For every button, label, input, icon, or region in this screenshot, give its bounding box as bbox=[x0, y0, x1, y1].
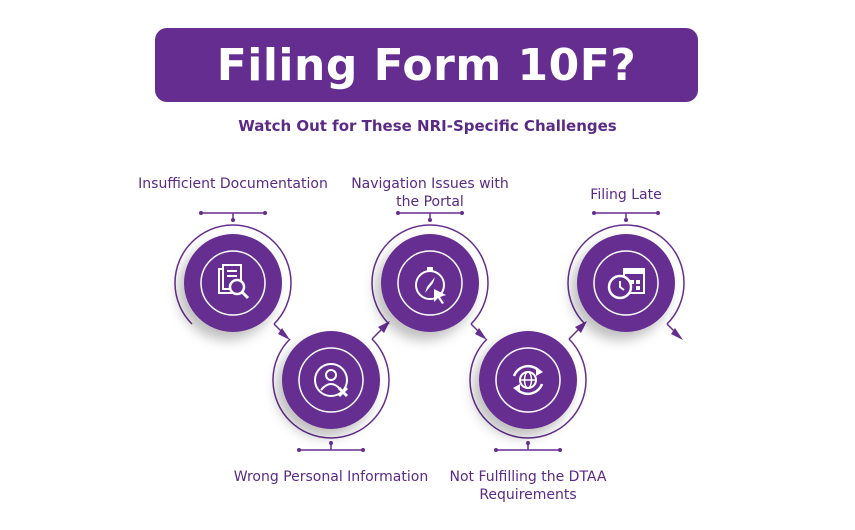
bracket-dot bbox=[624, 218, 628, 222]
document-search-icon bbox=[218, 264, 250, 300]
step-label-insufficient-documentation: Insufficient Documentation bbox=[138, 176, 328, 192]
step-label-wrong-personal-information: Wrong Personal Information bbox=[233, 469, 429, 485]
step-label-filing-late: Filing Late bbox=[590, 187, 662, 203]
bracket-dot bbox=[231, 218, 235, 222]
bracket-dot bbox=[592, 211, 596, 215]
arrow-head-icon bbox=[378, 320, 391, 333]
step-label-navigation-issues: Navigation Issues with the Portal bbox=[351, 176, 509, 210]
step-circle bbox=[381, 234, 479, 332]
step-node bbox=[567, 211, 685, 341]
bracket-dot bbox=[329, 441, 333, 445]
arrow-head-icon bbox=[671, 328, 684, 341]
compass-cursor-icon bbox=[415, 267, 446, 304]
title-banner: Filing Form 10F? bbox=[155, 28, 698, 102]
step-node bbox=[174, 211, 292, 341]
bracket-dot bbox=[428, 218, 432, 222]
outer-ring bbox=[469, 338, 587, 439]
step-node bbox=[371, 211, 489, 341]
bracket-dot bbox=[297, 448, 301, 452]
globe-sync-icon bbox=[512, 364, 544, 396]
outer-ring bbox=[174, 224, 292, 325]
outer-ring bbox=[272, 338, 390, 439]
user-error-icon bbox=[314, 363, 349, 398]
connector-line bbox=[568, 328, 580, 340]
bracket-dot bbox=[558, 448, 562, 452]
arrow-head-icon bbox=[278, 328, 291, 341]
inner-ring bbox=[495, 347, 561, 413]
connector-line bbox=[371, 328, 383, 340]
bracket-dot bbox=[396, 211, 400, 215]
outer-ring bbox=[371, 224, 489, 325]
bracket-dot bbox=[460, 211, 464, 215]
clock-calendar-icon bbox=[607, 268, 645, 300]
step-node bbox=[469, 320, 588, 452]
bracket-dot bbox=[494, 448, 498, 452]
bracket-dot bbox=[656, 211, 660, 215]
bracket-dot bbox=[199, 211, 203, 215]
bracket-dot bbox=[526, 441, 530, 445]
page-subtitle: Watch Out for These NRI-Specific Challen… bbox=[238, 117, 617, 135]
step-node bbox=[272, 320, 391, 452]
inner-ring bbox=[298, 347, 364, 413]
inner-ring bbox=[200, 250, 266, 316]
page-title: Filing Form 10F? bbox=[216, 39, 637, 91]
bracket-dot bbox=[361, 448, 365, 452]
step-label-dtaa-requirements: Not Fulfilling the DTAA Requirements bbox=[449, 469, 607, 503]
inner-ring bbox=[593, 250, 659, 316]
outer-ring bbox=[567, 224, 685, 325]
arrow-head-icon bbox=[475, 328, 488, 341]
bracket-dot bbox=[263, 211, 267, 215]
inner-ring bbox=[397, 250, 463, 316]
